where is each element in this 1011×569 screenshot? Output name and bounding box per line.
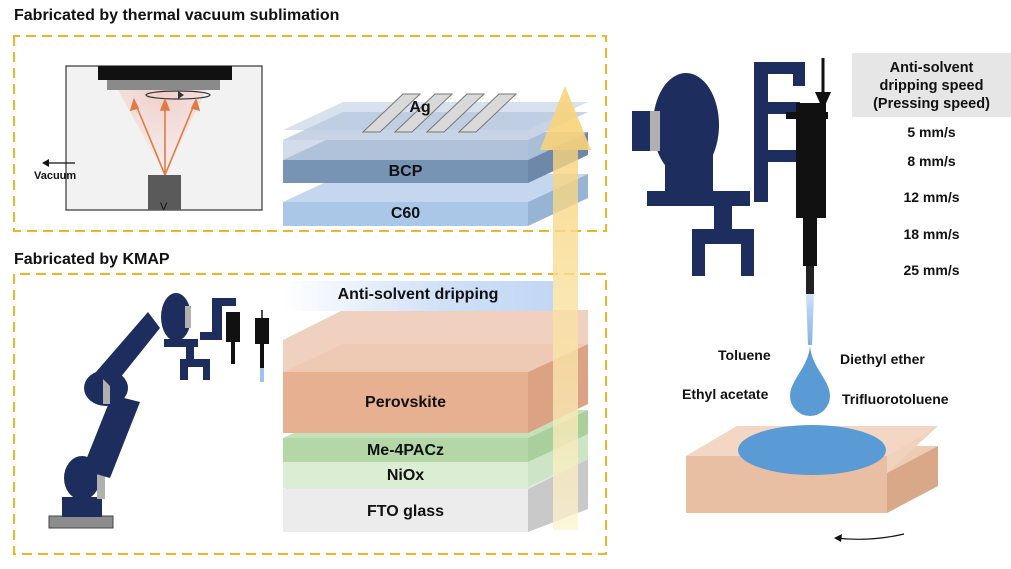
- solvent-ethyl-acetate: Ethyl acetate: [682, 386, 769, 402]
- antisolvent-label: Anti-solvent dripping: [337, 286, 499, 303]
- rotation-arrow-head: [834, 534, 842, 542]
- layer-fto-label: FTO glass: [366, 503, 445, 520]
- antisolvent-band: [283, 281, 553, 311]
- layer-niox-label: NiOx: [386, 467, 425, 484]
- robot-gripper-large: [632, 58, 831, 294]
- bottom-section-title: Fabricated by KMAP: [14, 251, 170, 268]
- layer-bcp-label: BCP: [388, 163, 423, 180]
- solvent-trifluorotoluene: Trifluorotoluene: [842, 391, 949, 407]
- rotation-arrow: [835, 533, 905, 540]
- speed-table-header-2: dripping speed: [879, 78, 984, 94]
- speed-row: 5 mm/s: [907, 124, 956, 140]
- layer-ag-label: Ag: [409, 99, 431, 116]
- speed-row: 12 mm/s: [903, 189, 960, 205]
- ag-electrodes: [361, 93, 518, 133]
- speed-table-header-bg: [852, 53, 1011, 117]
- evaporator-chamber: [42, 65, 263, 211]
- bottom-layer-stack: [283, 310, 588, 532]
- solvent-stream: [806, 294, 814, 345]
- speed-row: 8 mm/s: [907, 153, 956, 169]
- layer-c60-label: C60: [390, 205, 421, 222]
- layer-perovskite-label: Perovskite: [365, 394, 446, 411]
- vacuum-label: Vacuum: [34, 170, 77, 182]
- speed-row: 25 mm/s: [903, 262, 960, 278]
- solvent-diethyl-ether: Diethyl ether: [840, 351, 925, 367]
- solvent-toluene: Toluene: [718, 347, 771, 363]
- top-section-frame: [13, 35, 607, 232]
- process-up-arrow: [540, 86, 591, 530]
- source-label: V: [160, 201, 168, 213]
- speed-table-header-3: (Pressing speed): [873, 96, 990, 112]
- layer-me4pacz-label: Me-4PACz: [366, 442, 445, 459]
- top-section-title: Fabricated by thermal vacuum sublimation: [14, 7, 340, 24]
- speed-table-header-1: Anti-solvent: [889, 60, 974, 76]
- speed-row: 18 mm/s: [903, 226, 960, 242]
- robot-arm-icon: [48, 293, 269, 529]
- solvent-droplet: [790, 346, 830, 416]
- bottom-section-frame: [13, 273, 607, 555]
- substrate-block: [686, 425, 938, 513]
